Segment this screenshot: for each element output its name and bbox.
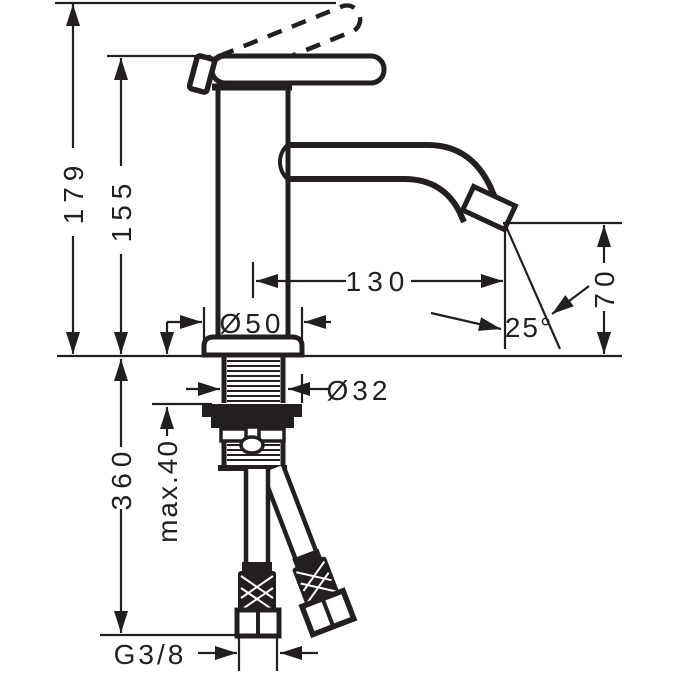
label-thread-size: G3/8 <box>114 639 187 670</box>
handle-hook-end <box>186 53 218 95</box>
label-shank-diameter: Ø32 <box>327 375 392 406</box>
dimension-lines <box>66 4 611 671</box>
label-total-height: 179 <box>58 160 89 225</box>
faucet-body <box>212 83 292 338</box>
label-body-height: 155 <box>106 178 137 243</box>
label-base-diameter: Ø50 <box>220 308 285 339</box>
base-flange <box>201 334 305 358</box>
label-hose-length: 360 <box>106 446 137 511</box>
retaining-loop <box>239 435 265 455</box>
spout-junction-arc <box>277 141 292 183</box>
label-spout-height: 70 <box>589 265 620 308</box>
spout <box>277 141 519 233</box>
hose-crimp-fitting <box>292 556 339 604</box>
shank-threads-upper <box>221 357 286 403</box>
spout-outlet-face <box>459 183 519 233</box>
reference-lines <box>55 1 622 637</box>
angle-slanted-line <box>503 223 562 350</box>
label-spout-reach: 130 <box>346 266 411 297</box>
supply-hose-vertical <box>234 468 282 639</box>
dimension-labels: 179 155 360 max.40 70 130 Ø50 Ø32 25° G3… <box>58 160 620 670</box>
label-spout-angle: 25° <box>505 312 553 343</box>
label-max-mounting: max.40 <box>152 439 183 543</box>
supply-hose-diagonal <box>259 463 358 639</box>
handle-lever <box>186 53 387 95</box>
